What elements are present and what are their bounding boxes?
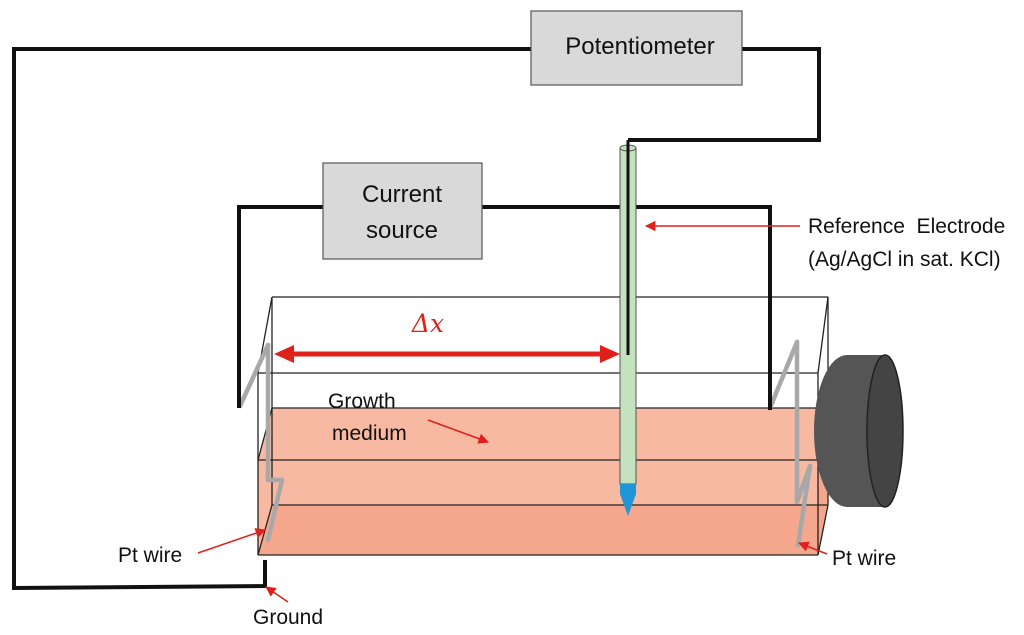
- glass-tank: [257, 296, 829, 556]
- pt-wire-left-electrode: [237, 342, 285, 543]
- pt-wire-left-label: Pt wire: [118, 544, 182, 567]
- delta-x-label: Δx: [411, 309, 444, 338]
- current-source-label-line1: Current: [362, 181, 442, 208]
- potentiometer-box: Potentiometer: [530, 10, 743, 86]
- pt-wire-right-label: Pt wire: [832, 547, 896, 570]
- growth-medium-liquid: [258, 408, 828, 460]
- current-source-box: Current source: [322, 162, 483, 260]
- growth-medium-label-line1: Growth: [328, 390, 396, 413]
- reference-electrode-label-line2: (Ag/AgCl in sat. KCl): [808, 248, 1001, 271]
- growth-medium-label-line2: medium: [332, 422, 407, 445]
- pointer-lines: [197, 220, 828, 603]
- reference-electrode-label-line1: Reference Electrode: [808, 215, 1005, 238]
- end-cap-cylinder: [814, 354, 904, 508]
- growth-medium-bottom: [258, 505, 828, 555]
- ground-label: Ground: [253, 606, 323, 629]
- pt-wire-right-electrode: [767, 339, 813, 548]
- delta-x-arrow: [274, 345, 620, 363]
- current-source-label-line2: source: [366, 217, 438, 244]
- potentiometer-label: Potentiometer: [565, 33, 714, 60]
- reference-electrode: [619, 140, 637, 516]
- circuit-wires: [12, 47, 821, 591]
